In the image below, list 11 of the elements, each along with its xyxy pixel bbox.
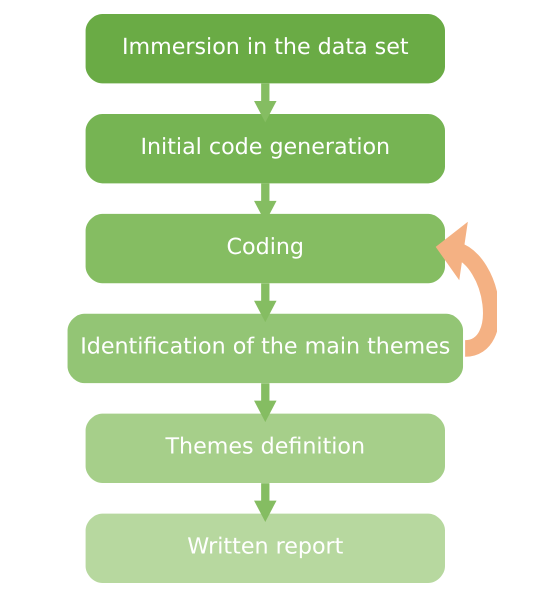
arrow [254, 84, 277, 122]
node-box: Written report [86, 514, 445, 583]
arrow [254, 283, 277, 322]
node-box: Immersion in the data set [86, 14, 445, 84]
node-box: Themes definition [86, 414, 445, 484]
arrow [254, 483, 277, 522]
arrow [254, 383, 277, 422]
node-box: Coding [86, 214, 445, 284]
node-box: Initial code generation [86, 114, 445, 184]
node-box: Identification of the main themes [68, 314, 464, 384]
arrow [436, 222, 497, 357]
